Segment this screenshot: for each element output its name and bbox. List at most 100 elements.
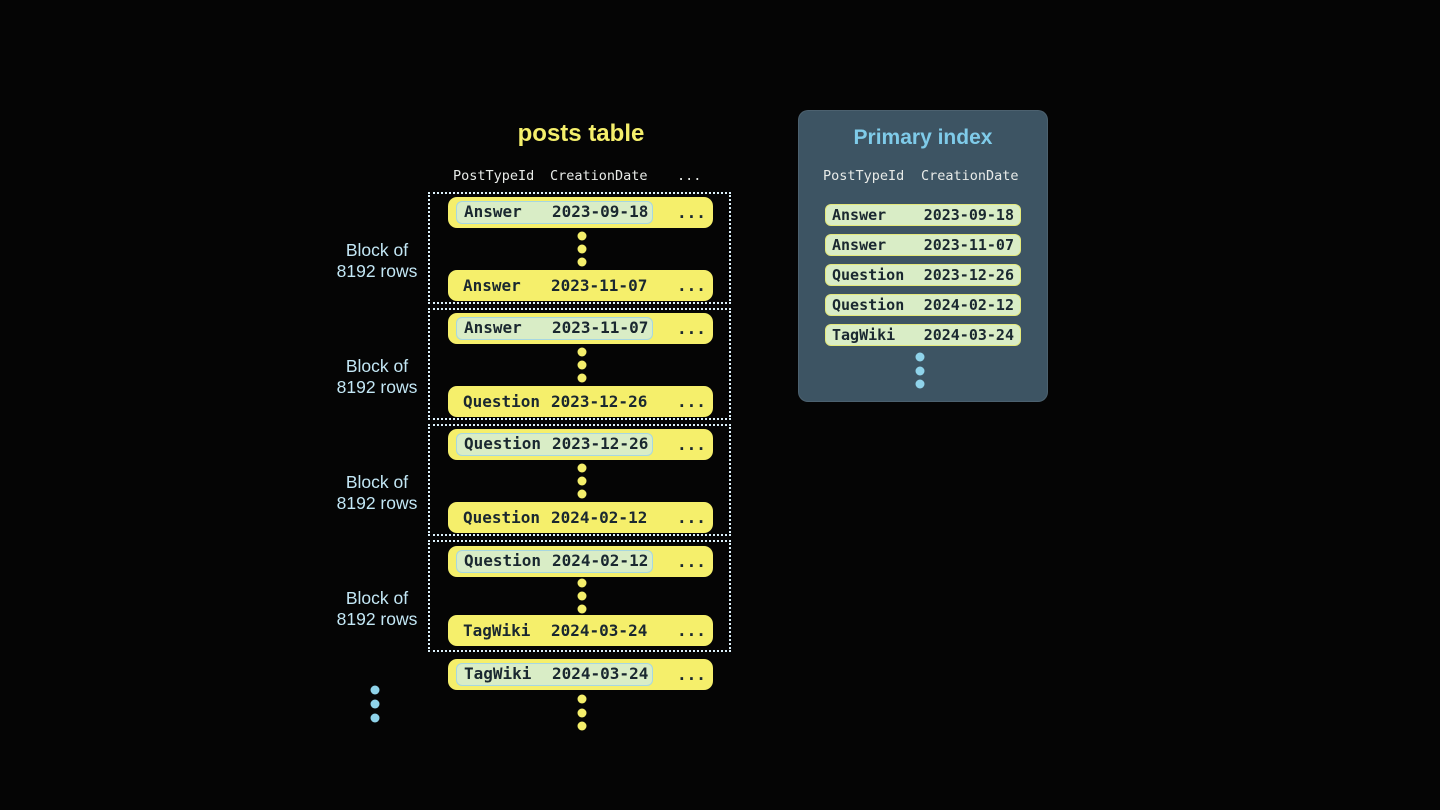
omitted-rows-dots (577, 476, 587, 486)
indexed-columns-highlight: Answer 2023-09-18 (456, 201, 653, 224)
table-row: Question 2024-02-12... (448, 502, 713, 533)
block-outline (428, 308, 731, 420)
more-blocks-dots (370, 685, 380, 695)
row-post-type: TagWiki (464, 664, 532, 683)
row-creation-date: 2023-11-07 (552, 318, 649, 337)
table-row: Question 2024-02-12... (448, 546, 713, 577)
row-post-type: TagWiki (463, 621, 531, 640)
row-more-columns-ellipsis: ... (677, 435, 706, 454)
index-post-type: Answer (832, 236, 887, 254)
omitted-rows-dots (577, 604, 587, 614)
row-creation-date: 2023-09-18 (552, 202, 649, 221)
omitted-rows-dots (577, 708, 587, 718)
row-post-type: Answer (464, 202, 522, 221)
index-row: Answer 2023-11-07 (825, 234, 1021, 256)
row-more-columns-ellipsis: ... (677, 203, 706, 222)
row-creation-date: 2024-03-24 (551, 621, 648, 640)
primary-index-panel: Primary index PostTypeId CreationDate An… (798, 110, 1048, 402)
index-creation-date: 2024-03-24 (923, 326, 1014, 344)
index-post-type: Question (832, 266, 905, 284)
omitted-rows-dots (577, 257, 587, 267)
row-post-type: Answer (463, 276, 521, 295)
table-row: Answer 2023-09-18... (448, 197, 713, 228)
block-outline (428, 424, 731, 536)
omitted-rows-dots (577, 694, 587, 704)
index-post-type: Answer (832, 206, 887, 224)
row-more-columns-ellipsis: ... (677, 319, 706, 338)
posts-column-header-creationdate: CreationDate (550, 168, 648, 184)
row-post-type: Question (464, 434, 542, 453)
omitted-rows-dots (577, 721, 587, 731)
index-creation-date: 2023-09-18 (923, 206, 1014, 224)
block-label-line: Block of (345, 588, 409, 608)
block-label-line: 8192 rows (336, 609, 418, 629)
more-index-entries-dots (915, 352, 925, 362)
posts-table-title: posts table (517, 120, 645, 147)
table-row: Question 2023-12-26... (448, 386, 713, 417)
row-more-columns-ellipsis: ... (677, 508, 706, 527)
indexed-columns-highlight: Question 2024-02-12 (456, 550, 653, 573)
index-post-type: Question (832, 296, 905, 314)
block-label-line: Block of (345, 472, 409, 492)
index-row: Question 2024-02-12 (825, 294, 1021, 316)
row-post-type: Answer (464, 318, 522, 337)
row-creation-date: 2024-03-24 (552, 664, 649, 683)
omitted-rows-dots (577, 360, 587, 370)
more-index-entries-dots (915, 379, 925, 389)
index-row: Question 2023-12-26 (825, 264, 1021, 286)
omitted-rows-dots (577, 347, 587, 357)
table-row: Answer 2023-11-07... (448, 270, 713, 301)
block-label-line: Block of (345, 240, 409, 260)
omitted-rows-dots (577, 578, 587, 588)
omitted-rows-dots (577, 373, 587, 383)
more-blocks-dots (370, 713, 380, 723)
row-more-columns-ellipsis: ... (677, 276, 706, 295)
row-creation-date: 2023-12-26 (551, 392, 648, 411)
omitted-rows-dots (577, 231, 587, 241)
block-outline (428, 192, 731, 304)
row-creation-date: 2024-02-12 (552, 551, 649, 570)
row-post-type: Question (463, 508, 541, 527)
index-creation-date: 2023-11-07 (923, 236, 1014, 254)
block-outline (428, 540, 731, 652)
table-row: Question 2023-12-26... (448, 429, 713, 460)
row-post-type: Question (464, 551, 542, 570)
more-index-entries-dots (915, 366, 925, 376)
index-creation-date: 2024-02-12 (923, 296, 1014, 314)
omitted-rows-dots (577, 463, 587, 473)
row-more-columns-ellipsis: ... (677, 621, 706, 640)
more-blocks-dots (370, 699, 380, 709)
block-label-line: 8192 rows (336, 377, 418, 397)
indexed-columns-highlight: Answer 2023-11-07 (456, 317, 653, 340)
omitted-rows-dots (577, 489, 587, 499)
posts-more-columns-ellipsis: ... (677, 168, 702, 184)
row-post-type: Question (463, 392, 541, 411)
block-label-line: 8192 rows (336, 493, 418, 513)
index-column-header-creationdate: CreationDate (921, 168, 1019, 184)
row-creation-date: 2023-11-07 (551, 276, 648, 295)
block-label-line: 8192 rows (336, 261, 418, 281)
table-row: TagWiki 2024-03-24... (448, 615, 713, 646)
primary-index-title: Primary index (853, 126, 993, 149)
block-label-line: Block of (345, 356, 409, 376)
row-more-columns-ellipsis: ... (677, 665, 706, 684)
table-row: Answer 2023-11-07... (448, 313, 713, 344)
row-more-columns-ellipsis: ... (677, 392, 706, 411)
posts-column-header-posttypeid: PostTypeId (453, 168, 535, 184)
row-more-columns-ellipsis: ... (677, 552, 706, 571)
table-row: TagWiki 2024-03-24... (448, 659, 713, 690)
index-row: Answer 2023-09-18 (825, 204, 1021, 226)
row-creation-date: 2023-12-26 (552, 434, 649, 453)
index-creation-date: 2023-12-26 (923, 266, 1014, 284)
index-post-type: TagWiki (832, 326, 896, 344)
omitted-rows-dots (577, 244, 587, 254)
indexed-columns-highlight: Question 2023-12-26 (456, 433, 653, 456)
row-creation-date: 2024-02-12 (551, 508, 648, 527)
index-row: TagWiki 2024-03-24 (825, 324, 1021, 346)
omitted-rows-dots (577, 591, 587, 601)
indexed-columns-highlight: TagWiki 2024-03-24 (456, 663, 653, 686)
